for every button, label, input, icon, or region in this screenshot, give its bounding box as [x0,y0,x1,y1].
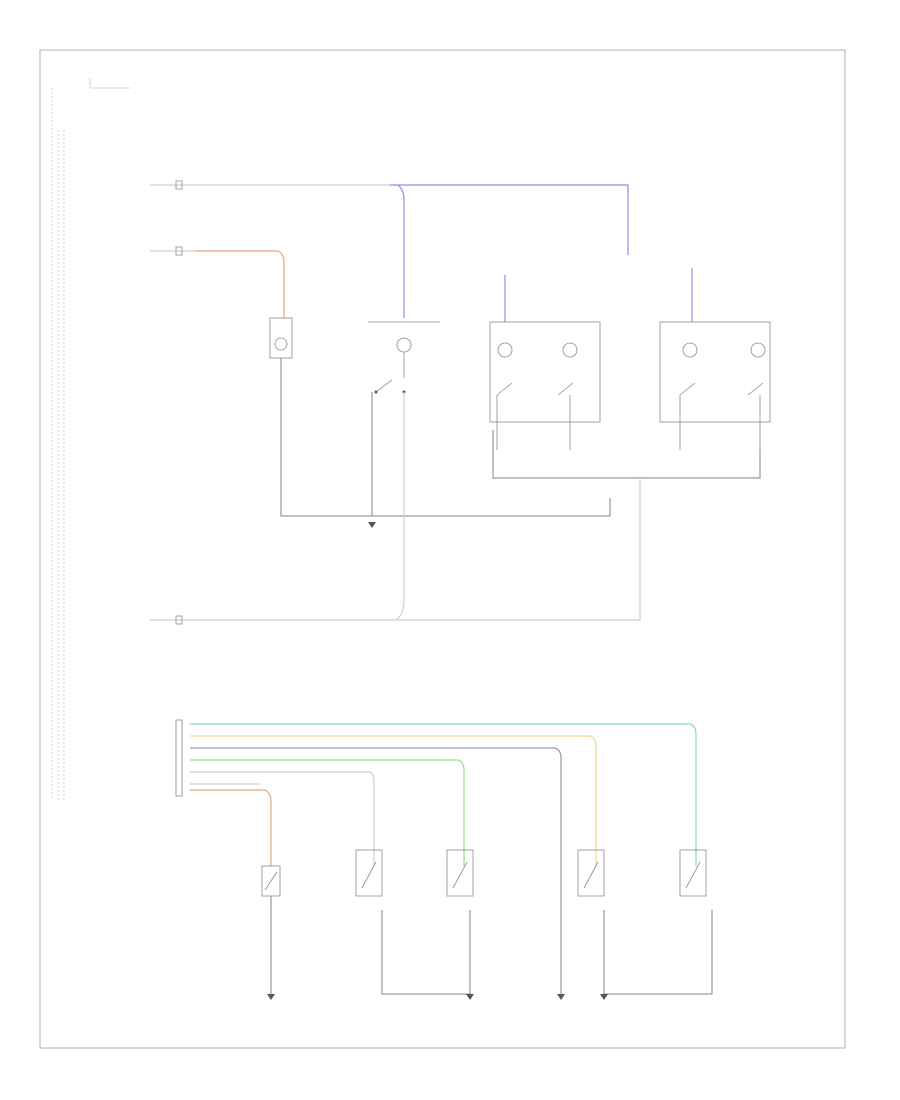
switch-icon [375,379,393,393]
bulb-icon [497,342,513,358]
ground-icon [600,994,608,1000]
lower-switch-2 [355,849,470,995]
lower-switch-4 [577,849,712,1000]
dual-lamp-module-c [489,275,640,479]
switch-icon [583,861,599,889]
ground-bus-upper [260,410,641,621]
lower-switch-3 [446,849,474,1000]
ground-icon [466,994,474,1000]
lower-switch-1 [261,865,281,1000]
switch-icon [685,861,701,889]
bulb-icon [682,342,698,358]
signal-row-620 [150,615,260,625]
switch-icon [679,382,696,396]
bulb-icon [396,337,412,353]
bulb-icon [274,337,288,351]
switch-assembly-a [269,317,372,517]
diagram-frame [39,49,846,1049]
ground-center [557,994,565,1000]
supply-row [150,180,629,318]
switch-icon [747,382,764,396]
switch-icon [496,382,513,396]
dual-lamp-module-d [640,268,771,479]
ground-icon [267,994,275,1000]
lower-switch-5 [679,849,713,994]
switch-icon [557,382,574,396]
body-control-module [51,78,130,800]
switch-icon [452,861,468,889]
bulb-icon [562,342,578,358]
lower-wire-bundle [175,719,697,994]
bulb-icon [750,342,766,358]
switch-icon [361,861,377,889]
ground-icon [557,994,565,1000]
ground-icon [368,522,376,528]
lamp-feed-row [150,246,285,318]
switch-assembly-b [368,321,440,516]
switch-icon [264,871,278,891]
